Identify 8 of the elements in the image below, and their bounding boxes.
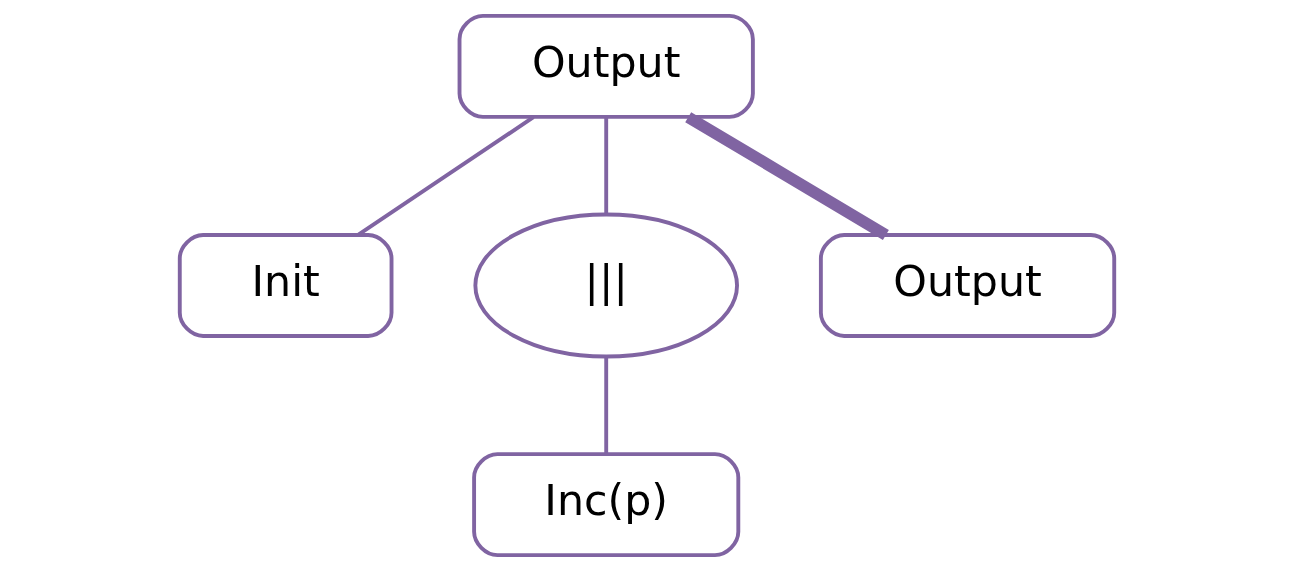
node-box: Output <box>457 13 755 119</box>
node-box: Init <box>177 233 393 338</box>
node-ellipse: ||| <box>472 212 739 359</box>
connector <box>603 357 608 454</box>
node-box: Output <box>818 233 1116 338</box>
connector <box>603 117 608 214</box>
node-box: Inc(p) <box>471 452 740 558</box>
connector <box>684 112 889 240</box>
